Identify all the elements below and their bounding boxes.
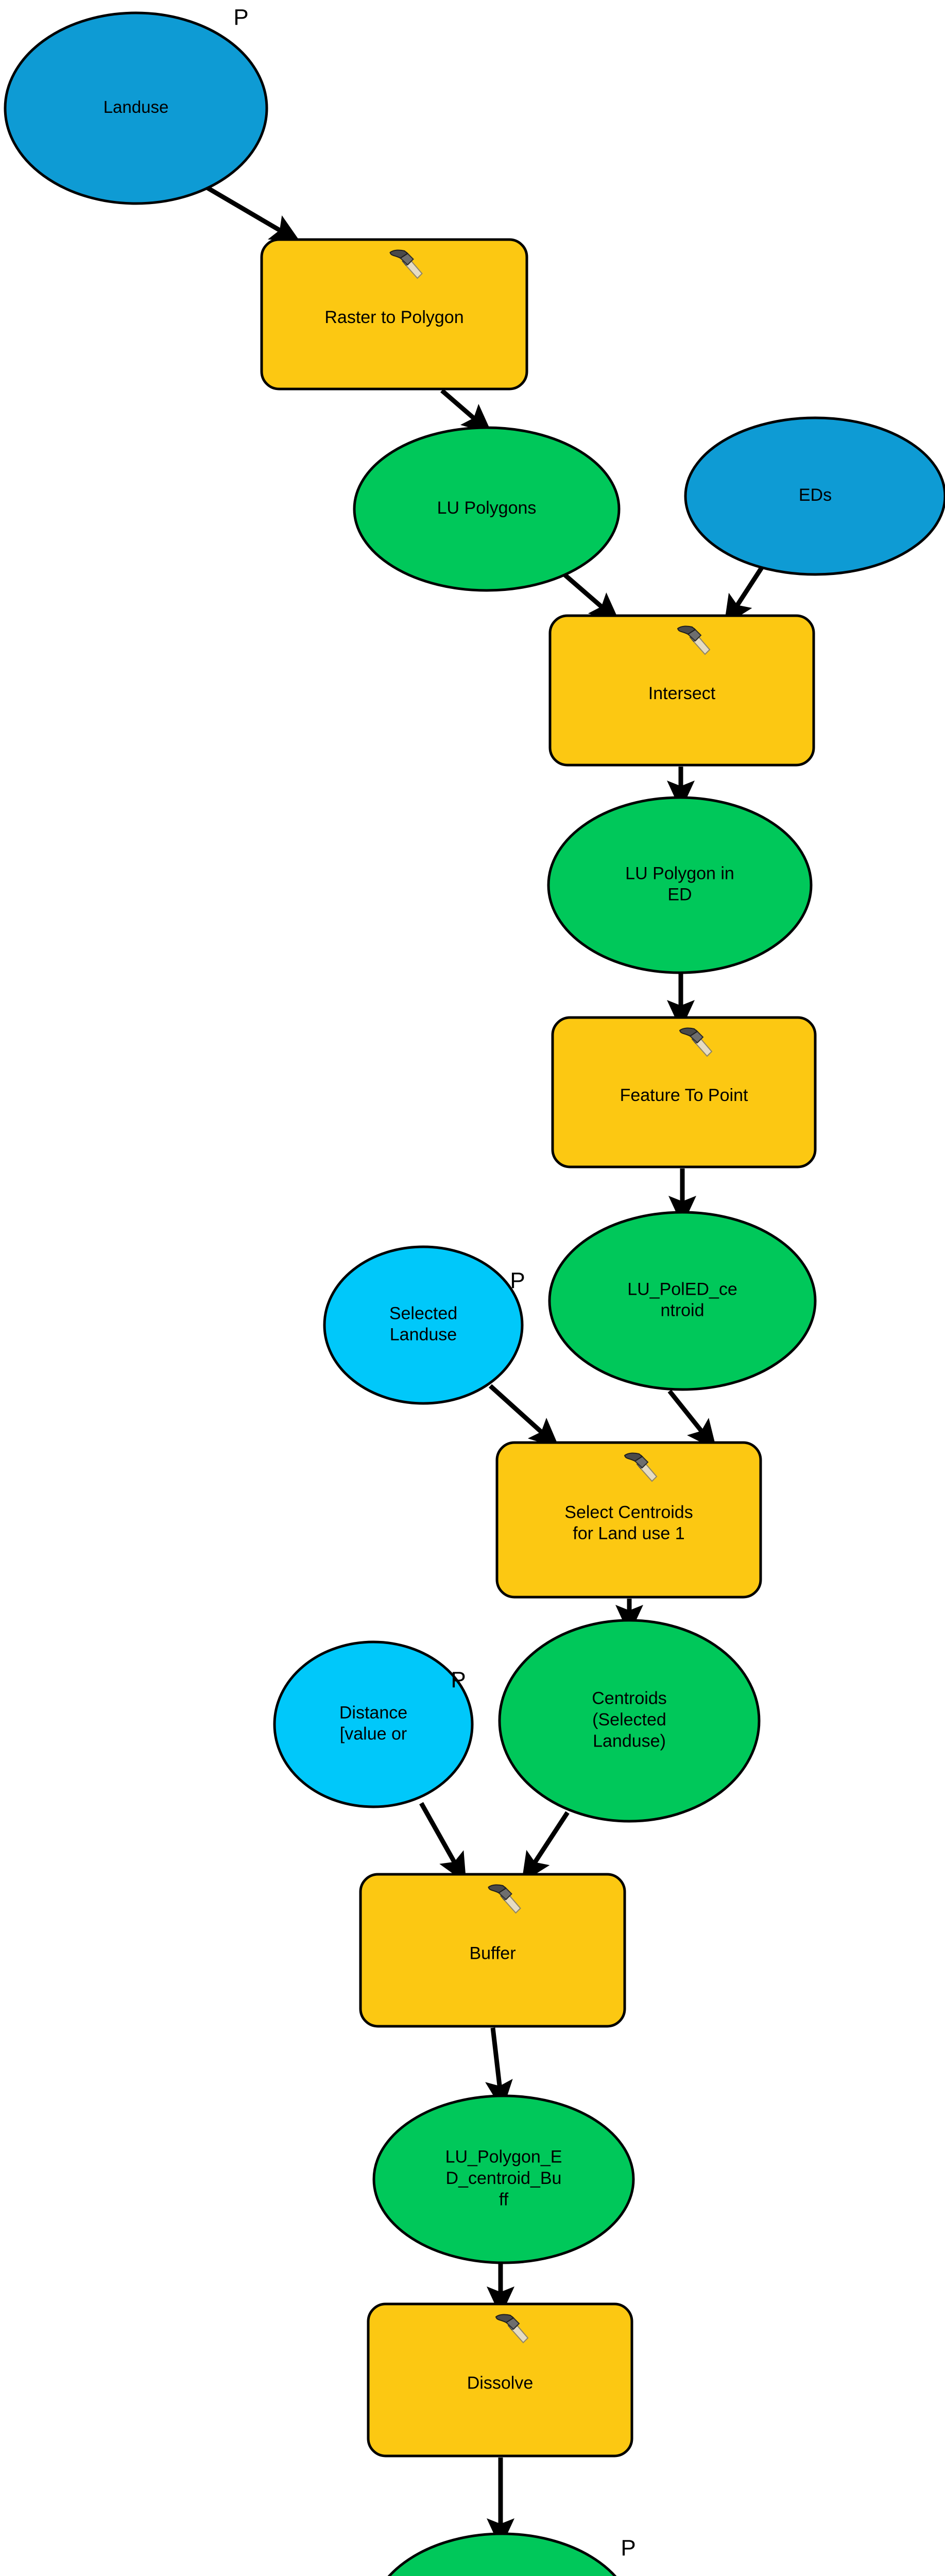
node-label: LU Polygons: [437, 498, 537, 518]
variable-ellipse[interactable]: [323, 1245, 524, 1405]
node-dissolve[interactable]: Dissolve: [367, 2302, 633, 2458]
node-landuse[interactable]: Landuse: [4, 11, 268, 205]
variable-ellipse[interactable]: [273, 1640, 474, 1808]
connector-line: [667, 1389, 717, 1450]
tool-box[interactable]: [260, 238, 528, 391]
node-distance[interactable]: Distance[value or: [273, 1640, 474, 1808]
connector-lu-poled-centroid-to-select-centroids: [667, 1389, 717, 1450]
parameter-marker-dissolved-buffers: P: [621, 2535, 635, 2561]
hammer-icon: [679, 1027, 713, 1057]
connector-line: [440, 388, 492, 434]
node-intersect[interactable]: Intersect: [548, 614, 815, 767]
connector-centroids-selected-landuse-to-buffer: [521, 1811, 570, 1883]
node-raster-to-polygon[interactable]: Raster to Polygon: [260, 238, 528, 391]
hammer-icon: [495, 2314, 529, 2344]
node-label: Dissolve: [467, 2373, 533, 2393]
parameter-marker-selected-landuse: P: [510, 1268, 525, 1293]
connector-line: [488, 1384, 560, 1449]
parameter-marker-landuse: P: [233, 5, 248, 30]
node-label: EDs: [799, 485, 832, 505]
connector-line: [485, 2027, 513, 2111]
tool-box[interactable]: [359, 1873, 626, 2028]
tool-box[interactable]: [495, 1441, 762, 1599]
node-dissolved-buffers[interactable]: DissolvedBuffers: [370, 2532, 634, 2576]
hammer-icon: [624, 1452, 658, 1482]
variable-ellipse[interactable]: [547, 796, 813, 974]
connector-line: [204, 185, 301, 243]
hammer-icon: [389, 249, 423, 279]
node-buffer[interactable]: Buffer: [359, 1873, 626, 2028]
connector-line: [419, 1802, 467, 1884]
variable-ellipse[interactable]: [370, 2532, 634, 2576]
connector-lu-polygons-to-intersect: [560, 570, 620, 623]
node-eds[interactable]: EDs: [684, 416, 945, 576]
variable-ellipse[interactable]: [498, 1619, 761, 1823]
connector-distance-to-buffer: [419, 1802, 467, 1884]
node-label: Landuse: [104, 97, 169, 116]
hammer-icon: [677, 625, 711, 655]
node-label: Feature To Point: [620, 1086, 748, 1105]
connector-line: [560, 570, 620, 623]
variable-ellipse[interactable]: [353, 426, 621, 592]
connector-landuse-to-raster-to-polygon: [204, 185, 301, 243]
variable-ellipse[interactable]: [548, 1211, 817, 1391]
connector-raster-to-polygon-to-lu-polygons: [440, 388, 492, 434]
variable-ellipse[interactable]: [4, 11, 268, 205]
variable-ellipse[interactable]: [684, 416, 945, 576]
node-label: Distance[value or: [339, 1703, 407, 1743]
tool-box[interactable]: [367, 2302, 633, 2458]
parameter-marker-distance: P: [451, 1667, 466, 1692]
tool-box[interactable]: [551, 1016, 817, 1168]
edges-layer: [204, 185, 769, 2549]
node-feature-to-point[interactable]: Feature To Point: [551, 1016, 817, 1168]
connector-line: [521, 1811, 570, 1883]
tool-box[interactable]: [548, 614, 815, 767]
variable-ellipse[interactable]: [372, 2094, 635, 2264]
hammer-icon: [488, 1884, 521, 1914]
connector-buffer-to-lu-polygon-ed-centroid-buff: [485, 2027, 513, 2111]
node-label: Intersect: [648, 684, 716, 703]
node-lu-polygons[interactable]: LU Polygons: [353, 426, 621, 592]
connector-selected-landuse-to-select-centroids: [488, 1384, 560, 1449]
node-label: Raster to Polygon: [324, 308, 463, 327]
parameter-markers-layer: P P P P: [233, 5, 635, 2561]
node-label: Buffer: [469, 1943, 516, 1963]
